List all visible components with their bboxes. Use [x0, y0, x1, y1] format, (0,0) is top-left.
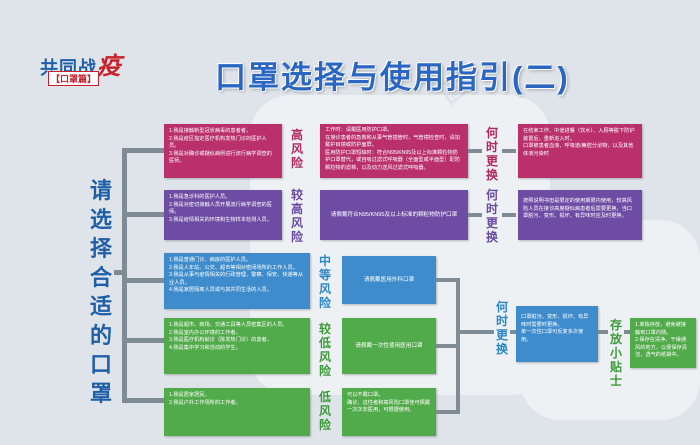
- advice-box-lower-risk: 请佩戴一次性使用医用口罩: [342, 318, 436, 374]
- when-label-high: 何时更换: [485, 126, 498, 182]
- connector-line: [598, 330, 608, 334]
- connector-line: [436, 410, 458, 414]
- risk-label-high: 高风险: [290, 128, 303, 170]
- people-box-high-risk: 1.我是接触新型冠状病毒的患者者。2.我是疫区指定医疗机构发热门诊的医护人员。3…: [164, 124, 282, 178]
- page-title: 口罩选择与使用指引(二): [215, 60, 570, 95]
- tips-box: 1.单独存放，避免被接触到口罩内侧。2.保存在清净、干燥通风的地方，以便保存清洁…: [630, 318, 696, 368]
- risk-label-low: 低风险: [318, 390, 331, 432]
- people-box-higher-risk: 1.我是急诊科的医护人员。2.我是对密切接触人员开展流行病学调查的医师。3.我是…: [164, 190, 282, 240]
- when-box-shared: 口罩脏污、变形、损坏、有异味时需要时更换。单一次性口罩可反复多次使用。: [516, 306, 598, 362]
- when-label-shared: 何时更换: [495, 300, 508, 356]
- tips-label: 存放小贴士: [609, 318, 622, 388]
- connector-line: [114, 270, 126, 275]
- connector-line: [122, 212, 164, 217]
- connector-line: [122, 148, 164, 153]
- connector-line: [436, 278, 458, 282]
- advice-box-high-risk: 工作时：请戴医用防护口罩。在接诊患者的急救和从事气管插管时，气管镜检查时，请加戴…: [320, 124, 468, 178]
- advice-box-higher-risk: 请佩戴符合N95/KN95及以上标准的颗粒物防护口罩: [320, 190, 468, 240]
- people-box-low-risk: 1.我是居家居民。2.我是户外工作场所的工作者。: [164, 388, 310, 436]
- logo: 共同战疫 【口罩篇】: [40, 46, 160, 96]
- connector-line: [510, 330, 516, 334]
- risk-label-lower: 较低风险: [318, 322, 331, 378]
- risk-label-higher: 较高风险: [290, 188, 303, 244]
- connector-line: [122, 278, 164, 283]
- when-label-higher: 何时更换: [485, 188, 498, 244]
- advice-box-low-risk: 可以不戴口罩。确诊、这性者和高风险口罩佳可佩戴一次次非医用，可根据使用。: [342, 388, 436, 436]
- connector-line: [468, 149, 482, 153]
- connector-line: [502, 213, 516, 217]
- connector-line: [122, 148, 127, 403]
- connector-line: [456, 278, 460, 414]
- connector-line: [624, 330, 630, 334]
- when-box-high-risk: 在结束工作、中途进餐（饮水）、入厕等脱下防护装置后，重新进入时。口罩被患者血液、…: [518, 124, 642, 178]
- connector-line: [122, 398, 164, 403]
- side-title: 请选择合适的口罩: [89, 178, 112, 406]
- connector-line: [468, 213, 482, 217]
- people-box-lower-risk: 1.我是超市、商场、交通工具等人员密集区的人员。2.我是室内办公环境的工作者。3…: [164, 318, 310, 374]
- logo-subtitle: 【口罩篇】: [48, 71, 100, 86]
- risk-label-medium: 中等风险: [318, 254, 331, 310]
- connector-line: [456, 330, 494, 334]
- when-box-higher-risk: 按照说明书但是限定的使用期限内使用，较高风险人员在接诊高度疑似病患者后需要更换，…: [518, 190, 642, 240]
- advice-box-medium-risk: 请佩戴医用外科口罩: [342, 256, 436, 304]
- people-box-medium-risk: 1.我是普通门诊、病房的医护人员。2.我是人年站、公交、超市等相对密闭场所的工作…: [164, 253, 310, 309]
- connector-line: [502, 149, 516, 153]
- connector-line: [122, 338, 164, 343]
- connector-line: [436, 344, 458, 348]
